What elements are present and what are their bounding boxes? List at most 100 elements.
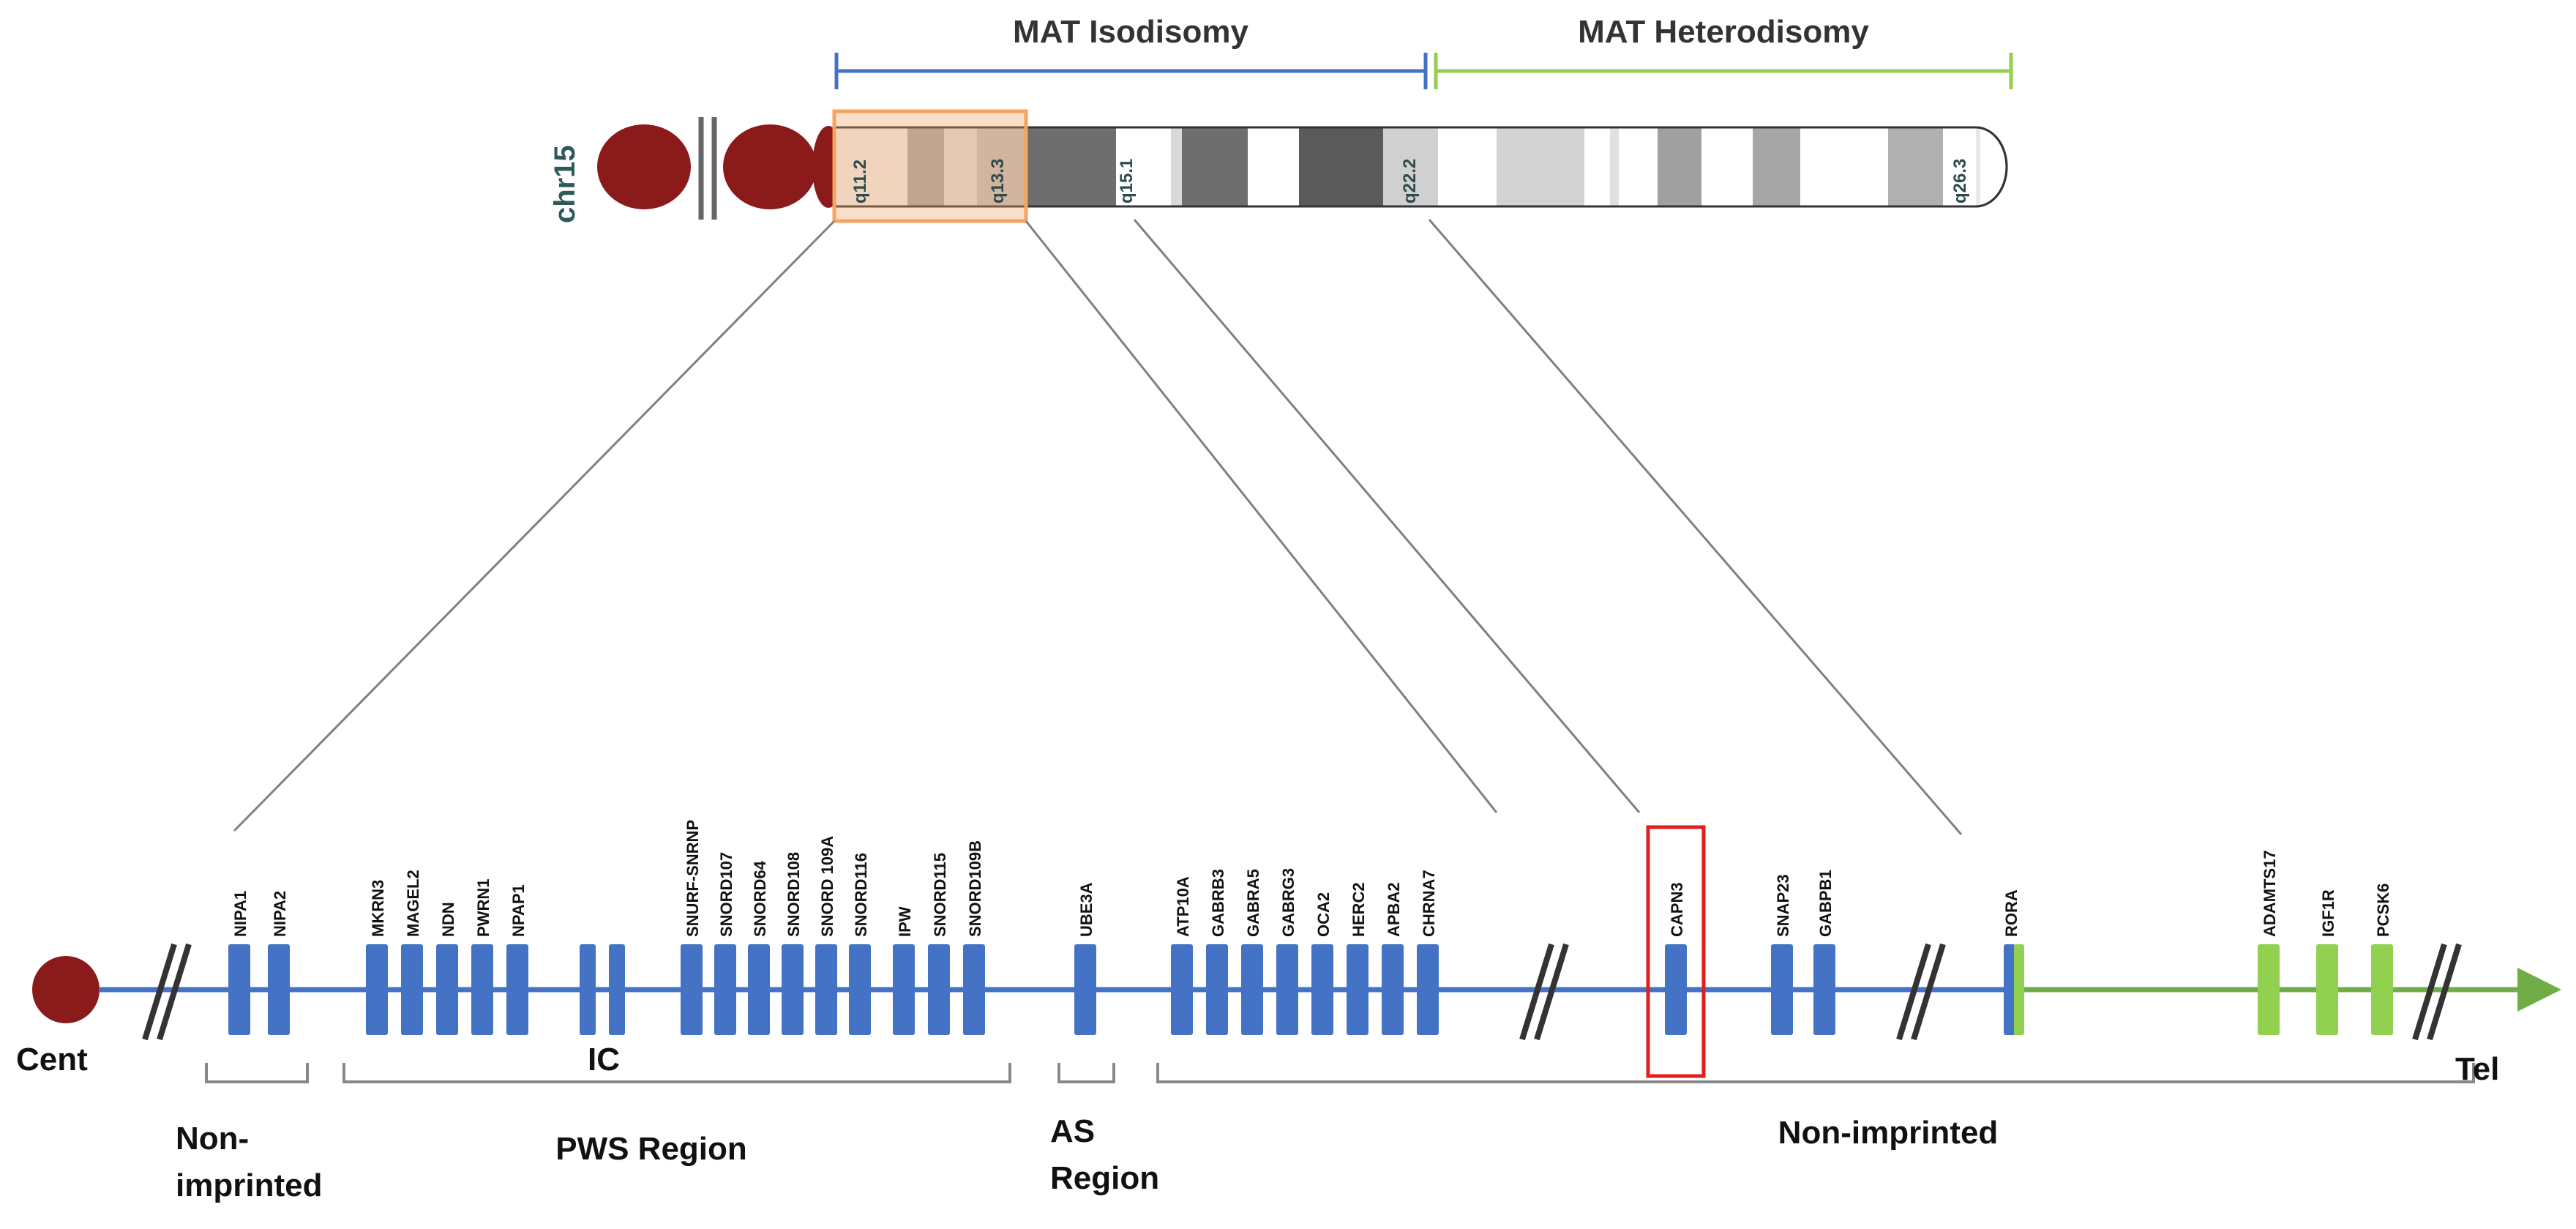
gene-label: NIPA2	[271, 891, 289, 937]
gene-label: CAPN3	[1668, 882, 1686, 937]
gene-bar-oca2	[1311, 944, 1333, 1035]
gene-bar-rora	[2004, 944, 2015, 1035]
gene-bar-snord116	[849, 944, 871, 1035]
gene-label: NPAP1	[509, 884, 528, 937]
gene-bar-rora-green	[2014, 944, 2024, 1035]
gene-bar-adamts17	[2258, 944, 2280, 1035]
genes-blue	[228, 944, 2015, 1035]
gene-label: GABRA5	[1244, 869, 1262, 937]
gene-label: CHRNA7	[1420, 870, 1438, 937]
band-label-q22-2: q22.2	[1400, 159, 1420, 203]
gene-label: NDN	[439, 902, 457, 937]
zoom-lines	[233, 219, 1963, 835]
break-marks-top-icon	[698, 117, 717, 220]
break-marks-gene-line-icon	[142, 943, 2462, 1041]
gene-bar-magel2	[401, 944, 423, 1035]
gene-bar-snord107	[714, 944, 736, 1035]
bracket-as	[1057, 1063, 1115, 1083]
gene-label: GABPB1	[1816, 870, 1835, 937]
gene-bar-gabra5	[1241, 944, 1263, 1035]
gene-label: SNURF-SNRNP	[684, 820, 702, 937]
centromere-bottom-icon	[32, 956, 100, 1023]
region-brackets	[205, 1063, 2475, 1083]
gene-label: SNORD109B	[966, 840, 984, 937]
gene-label: SNAP23	[1774, 874, 1792, 937]
bracket-pws	[342, 1063, 1011, 1083]
isodisomy-bracket	[834, 53, 1428, 89]
gene-bar-snord108	[782, 944, 804, 1035]
gene-label: SNORD115	[931, 853, 949, 937]
as-label-1: AS	[1050, 1113, 1095, 1149]
gene-bar-npap1	[506, 944, 528, 1035]
gene-label: UBE3A	[1077, 882, 1096, 937]
band-label-q11-2: q11.2	[850, 160, 870, 203]
gene-bar-nipa2	[268, 944, 290, 1035]
gene-bar-gabrg3	[1276, 944, 1298, 1035]
gene-label: APBA2	[1385, 882, 1403, 937]
gene-bar-chrna7	[1417, 944, 1439, 1035]
gene-label: NIPA1	[231, 891, 250, 937]
gene-bar-capn3	[1665, 944, 1687, 1035]
heterodisomy-bracket	[1434, 53, 2013, 89]
gene-bar-herc2	[1347, 944, 1368, 1035]
gene-bar-ic-2	[609, 944, 625, 1035]
gene-bar-apba2	[1382, 944, 1404, 1035]
nonimprinted-label-2: Non-imprinted	[1778, 1115, 1999, 1151]
gene-bar-snord64	[748, 944, 770, 1035]
centromere-right-icon	[723, 124, 817, 209]
as-label-2: Region	[1050, 1160, 1159, 1196]
gene-bar-snord109b	[963, 944, 985, 1035]
chromosome-arm	[833, 126, 2008, 208]
tel-label: Tel	[2455, 1051, 2499, 1087]
gene-bar-snord109a	[815, 944, 837, 1035]
genes-green	[2014, 944, 2393, 1035]
gene-label: PCSK6	[2374, 884, 2392, 937]
band-label-q26-3: q26.3	[1950, 159, 1970, 203]
gene-bar-gabrb3	[1206, 944, 1228, 1035]
gene-label: SNORD64	[751, 860, 769, 937]
isodisomy-label: MAT Isodisomy	[1013, 14, 1248, 50]
gene-bar-ube3a	[1074, 944, 1096, 1035]
gene-bar-snurf	[681, 944, 703, 1035]
gene-label: MKRN3	[369, 880, 387, 937]
gene-bar-pwrn1	[471, 944, 493, 1035]
nonimprinted-label-1b: imprinted	[176, 1168, 322, 1203]
bracket-nonimprinted-2	[1156, 1063, 2475, 1083]
gene-label: SNORD116	[852, 853, 870, 937]
telomere-arrow-icon	[2517, 968, 2561, 1012]
gene-label: GABRB3	[1209, 869, 1227, 937]
capn3-highlight-box	[1646, 825, 1706, 1078]
gene-bar-mkrn3	[366, 944, 388, 1035]
gene-bar-atp10a	[1171, 944, 1193, 1035]
heterodisomy-label: MAT Heterodisomy	[1578, 14, 1869, 50]
centromere-left-icon	[597, 124, 691, 209]
pws-label: PWS Region	[555, 1131, 747, 1167]
gene-label: ATP10A	[1174, 876, 1192, 937]
gene-bar-gabpb1	[1813, 944, 1835, 1035]
gene-label: PWRN1	[474, 879, 493, 937]
gene-label: ADAMTS17	[2261, 850, 2279, 937]
gene-bar-snap23	[1771, 944, 1793, 1035]
gene-label: GABRG3	[1279, 868, 1298, 937]
gene-bar-ic-1	[580, 944, 596, 1035]
gene-bar-nipa1	[228, 944, 250, 1035]
q11-q13-highlight-box	[832, 109, 1028, 223]
gene-label: RORA	[2002, 889, 2021, 937]
gene-bar-ndn	[436, 944, 458, 1035]
nonimprinted-label-1a: Non-	[176, 1121, 249, 1157]
bracket-nonimprinted-1	[205, 1063, 309, 1083]
gene-label: SNORD107	[717, 852, 735, 937]
gene-label: MAGEL2	[404, 870, 422, 937]
chromosome-name: chr15	[549, 145, 581, 223]
gene-bar-igf1r	[2316, 944, 2338, 1035]
gene-label: SNORD108	[785, 852, 803, 937]
gene-labels: NIPA1 NIPA2 MKRN3 MAGEL2 NDN PWRN1 NPAP1…	[231, 820, 2392, 937]
gene-label: HERC2	[1349, 882, 1368, 937]
gene-bar-snord115	[928, 944, 950, 1035]
band-label-q13-3: q13.3	[988, 159, 1008, 203]
ic-label: IC	[588, 1042, 620, 1077]
cent-label: Cent	[16, 1042, 88, 1077]
gene-label: OCA2	[1314, 892, 1333, 937]
band-label-q15-1: q15.1	[1117, 159, 1137, 203]
